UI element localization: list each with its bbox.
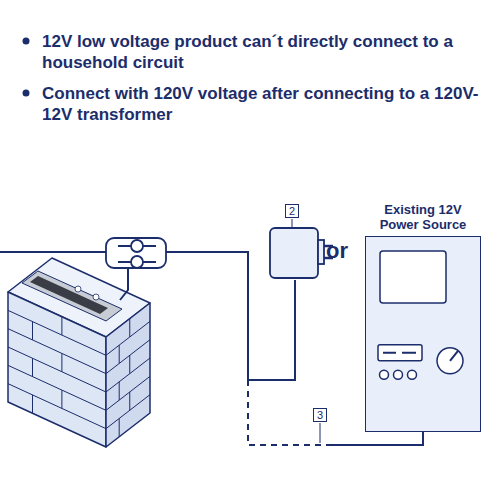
callout-number: 3 — [313, 408, 327, 422]
bullet-dots — [23, 38, 30, 97]
power-adapter — [270, 228, 333, 278]
brick-lines — [8, 310, 150, 436]
brick-wall — [8, 258, 150, 447]
light-strip — [22, 271, 122, 321]
wire-connector — [106, 238, 166, 268]
wires — [0, 252, 423, 445]
power-source: Existing 12V Power Source — [365, 202, 481, 432]
power-source-panel — [366, 237, 482, 433]
callout-number: 2 — [285, 204, 299, 218]
node-heading: Existing 12V Power Source — [365, 202, 481, 232]
note-text: Connect with 120V voltage after connecti… — [42, 83, 482, 125]
power-source-housing — [365, 236, 481, 432]
or-word: or — [326, 238, 348, 264]
note-text: 12V low voltage product can´t directly c… — [42, 31, 482, 73]
